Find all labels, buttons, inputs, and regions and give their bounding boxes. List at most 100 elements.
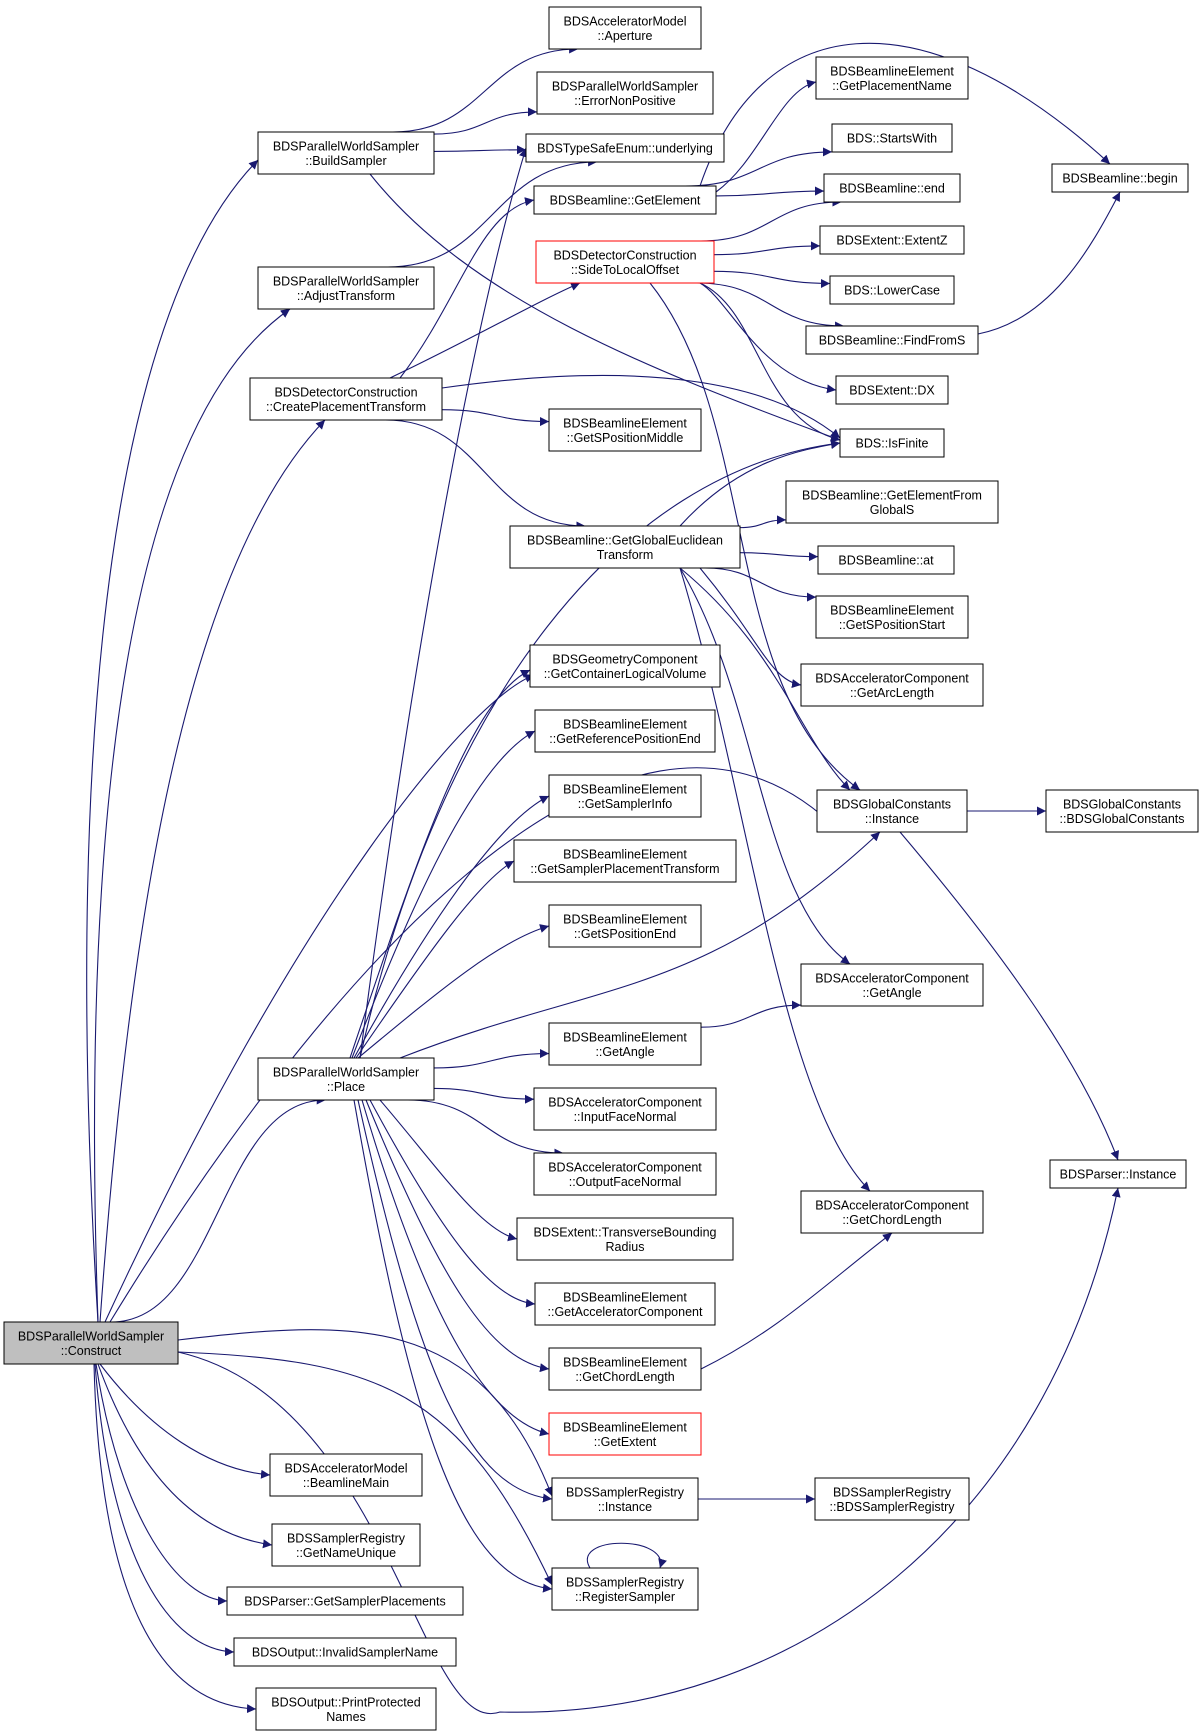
- node-adjustTransform[interactable]: BDSParallelWorldSampler::AdjustTransform: [257, 266, 435, 310]
- node-label: ::BuildSampler: [305, 154, 386, 168]
- node-box: [516, 1217, 734, 1261]
- node-label: BDSOutput::PrintProtected: [271, 1695, 420, 1709]
- node-label: BDSTypeSafeEnum::underlying: [537, 142, 713, 156]
- edge-getElement-to-blEnd: [715, 186, 825, 197]
- node-box: [226, 1586, 464, 1616]
- node-label: ::Construct: [61, 1344, 122, 1358]
- node-getElement[interactable]: BDSBeamline::GetElement: [533, 185, 717, 215]
- node-label: BDSParser::GetSamplerPlacements: [244, 1595, 445, 1609]
- node-getContainerLV[interactable]: BDSGeometryComponent::GetContainerLogica…: [529, 644, 721, 688]
- node-label: ::GetAngle: [862, 986, 921, 1000]
- node-aperture[interactable]: BDSAcceleratorModel::Aperture: [548, 6, 702, 50]
- node-label: BDSExtent::ExtentZ: [836, 234, 948, 248]
- node-inputFaceNormal[interactable]: BDSAcceleratorComponent::InputFaceNormal: [533, 1087, 717, 1131]
- node-gcConstructor[interactable]: BDSGlobalConstants::BDSGlobalConstants: [1045, 789, 1199, 833]
- node-label: BDSBeamline::end: [839, 182, 945, 196]
- node-getSamplerPlacements[interactable]: BDSParser::GetSamplerPlacements: [226, 1586, 464, 1616]
- node-label: BDSParallelWorldSampler: [273, 274, 419, 288]
- node-label: ::GetChordLength: [842, 1213, 941, 1227]
- node-getNameUnique[interactable]: BDSSamplerRegistry::GetNameUnique: [271, 1523, 421, 1567]
- node-construct[interactable]: BDSParallelWorldSampler::Construct: [3, 1321, 179, 1365]
- node-extentDX[interactable]: BDSExtent::DX: [835, 375, 949, 405]
- node-label: ::OutputFaceNormal: [569, 1175, 682, 1189]
- node-getSamplerInfo[interactable]: BDSBeamlineElement::GetSamplerInfo: [548, 774, 702, 818]
- edge-getElement-to-blBegin: [699, 42, 1111, 187]
- node-blEnd[interactable]: BDSBeamline::end: [823, 173, 961, 203]
- node-acGetAngle[interactable]: BDSAcceleratorComponent::GetAngle: [800, 963, 984, 1007]
- node-box: [823, 173, 961, 203]
- node-label: BDSParallelWorldSampler: [273, 139, 419, 153]
- node-createPlacement[interactable]: BDSDetectorConstruction::CreatePlacement…: [249, 377, 443, 421]
- node-label: BDSOutput::InvalidSamplerName: [252, 1646, 438, 1660]
- node-getPlacementName[interactable]: BDSBeamlineElement::GetPlacementName: [815, 56, 969, 100]
- node-blAt[interactable]: BDSBeamline::at: [817, 545, 955, 575]
- node-beGetChordLength[interactable]: BDSBeamlineElement::GetChordLength: [548, 1347, 702, 1391]
- edge-buildSampler-to-underlying: [433, 145, 527, 155]
- node-parserInstance[interactable]: BDSParser::Instance: [1049, 1159, 1187, 1189]
- node-label: BDSAcceleratorComponent: [815, 1198, 969, 1212]
- node-getSPositionEnd[interactable]: BDSBeamlineElement::GetSPositionEnd: [548, 904, 702, 948]
- edge-sideToLocal-to-isFinite: [699, 282, 841, 443]
- node-label: ::Instance: [598, 1500, 652, 1514]
- node-startsWith[interactable]: BDS::StartsWith: [831, 123, 953, 153]
- node-beamlineMain[interactable]: BDSAcceleratorModel::BeamlineMain: [269, 1453, 423, 1497]
- node-buildSampler[interactable]: BDSParallelWorldSampler::BuildSampler: [257, 131, 435, 175]
- node-sideToLocal[interactable]: BDSDetectorConstruction::SideToLocalOffs…: [535, 240, 715, 284]
- node-label: BDS::IsFinite: [856, 437, 929, 451]
- node-box: [3, 1321, 179, 1365]
- node-label: ::GetExtent: [594, 1435, 657, 1449]
- node-box: [814, 1477, 970, 1521]
- edge-getElement-to-getPlacementName: [715, 79, 817, 193]
- node-box: [551, 1477, 699, 1521]
- node-getSPositionStart[interactable]: BDSBeamlineElement::GetSPositionStart: [815, 595, 969, 639]
- node-label: BDSBeamlineElement: [830, 64, 954, 78]
- node-box: [257, 1057, 435, 1101]
- node-getAcceleratorComponent[interactable]: BDSBeamlineElement::GetAcceleratorCompon…: [534, 1282, 716, 1326]
- edge-sideToLocal-to-extentDX: [699, 282, 837, 394]
- node-registerSampler[interactable]: BDSSamplerRegistry::RegisterSampler: [551, 1567, 699, 1611]
- node-place[interactable]: BDSParallelWorldSampler::Place: [257, 1057, 435, 1101]
- node-extentZ[interactable]: BDSExtent::ExtentZ: [819, 225, 965, 255]
- node-label: ::GetSamplerPlacementTransform: [530, 862, 719, 876]
- edge-place-to-getSamplerInfo: [353, 795, 550, 1059]
- node-getSamplerPlacementTransform[interactable]: BDSBeamlineElement::GetSamplerPlacementT…: [513, 839, 737, 883]
- node-getSPositionMiddle[interactable]: BDSBeamlineElement::GetSPositionMiddle: [548, 408, 702, 452]
- edge-buildSampler-to-errorNonPositive: [433, 107, 538, 135]
- node-label: BDSBeamlineElement: [563, 1420, 687, 1434]
- node-findFromS[interactable]: BDSBeamline::FindFromS: [805, 325, 979, 355]
- edge-getElement-to-startsWith: [685, 147, 833, 187]
- node-blBegin[interactable]: BDSBeamline::begin: [1051, 163, 1189, 193]
- node-srInstance[interactable]: BDSSamplerRegistry::Instance: [551, 1477, 699, 1521]
- node-box: [815, 595, 969, 639]
- node-srConstructor[interactable]: BDSSamplerRegistry::BDSSamplerRegistry: [814, 1477, 970, 1521]
- node-getRefPosEnd[interactable]: BDSBeamlineElement::GetReferencePosition…: [534, 709, 716, 753]
- edge-construct-to-srInstance: [177, 1329, 553, 1497]
- node-box: [548, 774, 702, 818]
- node-box: [525, 133, 725, 163]
- node-label: BDSDetectorConstruction: [274, 385, 417, 399]
- node-underlying[interactable]: BDSTypeSafeEnum::underlying: [525, 133, 725, 163]
- node-beGetAngle[interactable]: BDSBeamlineElement::GetAngle: [548, 1022, 702, 1066]
- edge-adjustTransform-to-underlying: [387, 157, 598, 268]
- edge-sideToLocal-to-gcInstance: [649, 282, 861, 791]
- edge-construct-to-buildSampler: [86, 159, 259, 1323]
- node-isFinite[interactable]: BDS::IsFinite: [839, 428, 945, 458]
- edge-buildSampler-to-aperture: [392, 44, 579, 133]
- node-beGetExtent[interactable]: BDSBeamlineElement::GetExtent: [548, 1412, 702, 1456]
- node-box: [1045, 789, 1199, 833]
- edge-createPlacement-to-isFinite: [441, 374, 841, 439]
- node-getArcLength[interactable]: BDSAcceleratorComponent::GetArcLength: [800, 663, 984, 707]
- node-acGetChordLength[interactable]: BDSAcceleratorComponent::GetChordLength: [800, 1190, 984, 1234]
- node-outputFaceNormal[interactable]: BDSAcceleratorComponent::OutputFaceNorma…: [533, 1152, 717, 1196]
- node-gcInstance[interactable]: BDSGlobalConstants::Instance: [816, 789, 968, 833]
- node-invalidSamplerName[interactable]: BDSOutput::InvalidSamplerName: [233, 1637, 457, 1667]
- node-box: [800, 963, 984, 1007]
- nodes-layer: BDSParallelWorldSampler::ConstructBDSPar…: [3, 6, 1199, 1731]
- node-errorNonPositive[interactable]: BDSParallelWorldSampler::ErrorNonPositiv…: [536, 71, 714, 115]
- node-lowerCase[interactable]: BDS::LowerCase: [829, 275, 955, 305]
